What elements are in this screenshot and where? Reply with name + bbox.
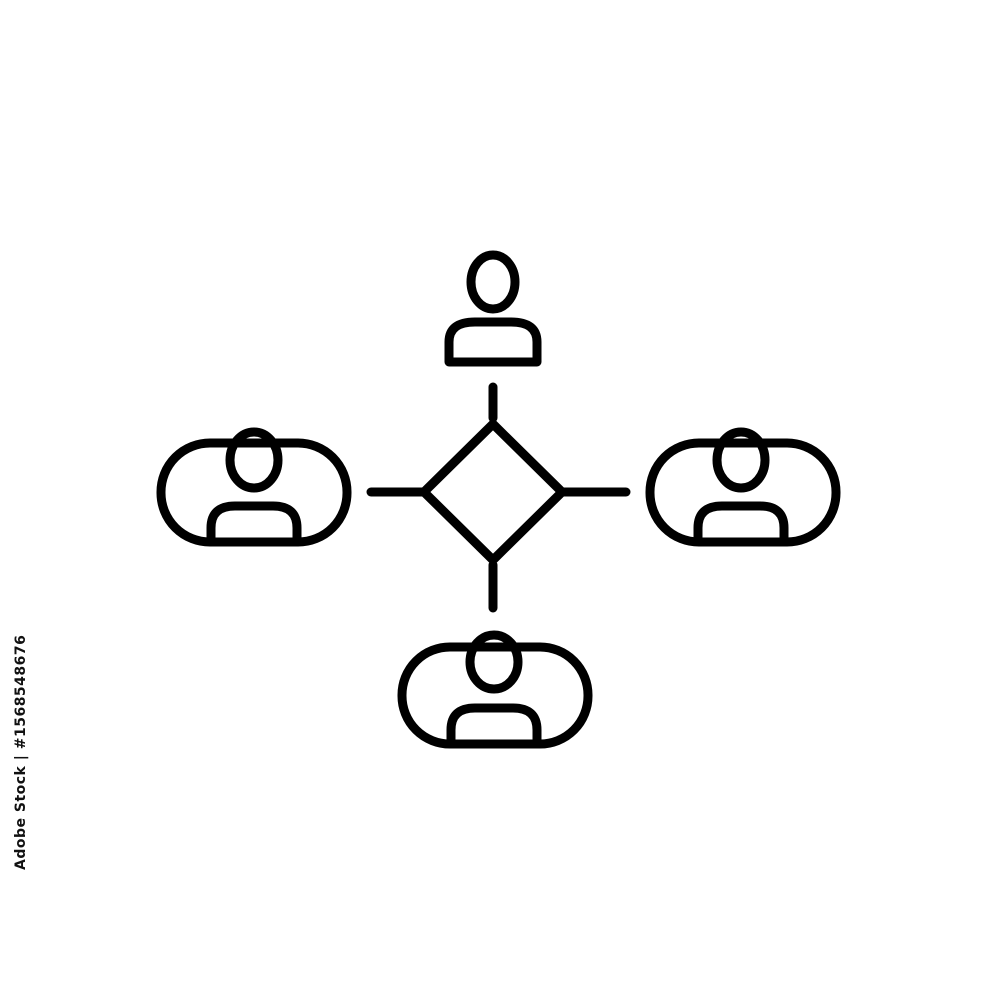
- person-bottom-icon: [397, 630, 593, 749]
- stock-id-text: Adobe Stock | #1568548676: [13, 634, 29, 870]
- diamond-hub-icon: [419, 419, 567, 565]
- person-top-icon: [444, 250, 542, 367]
- person-left-icon: [156, 427, 352, 547]
- person-right-icon: [645, 427, 841, 547]
